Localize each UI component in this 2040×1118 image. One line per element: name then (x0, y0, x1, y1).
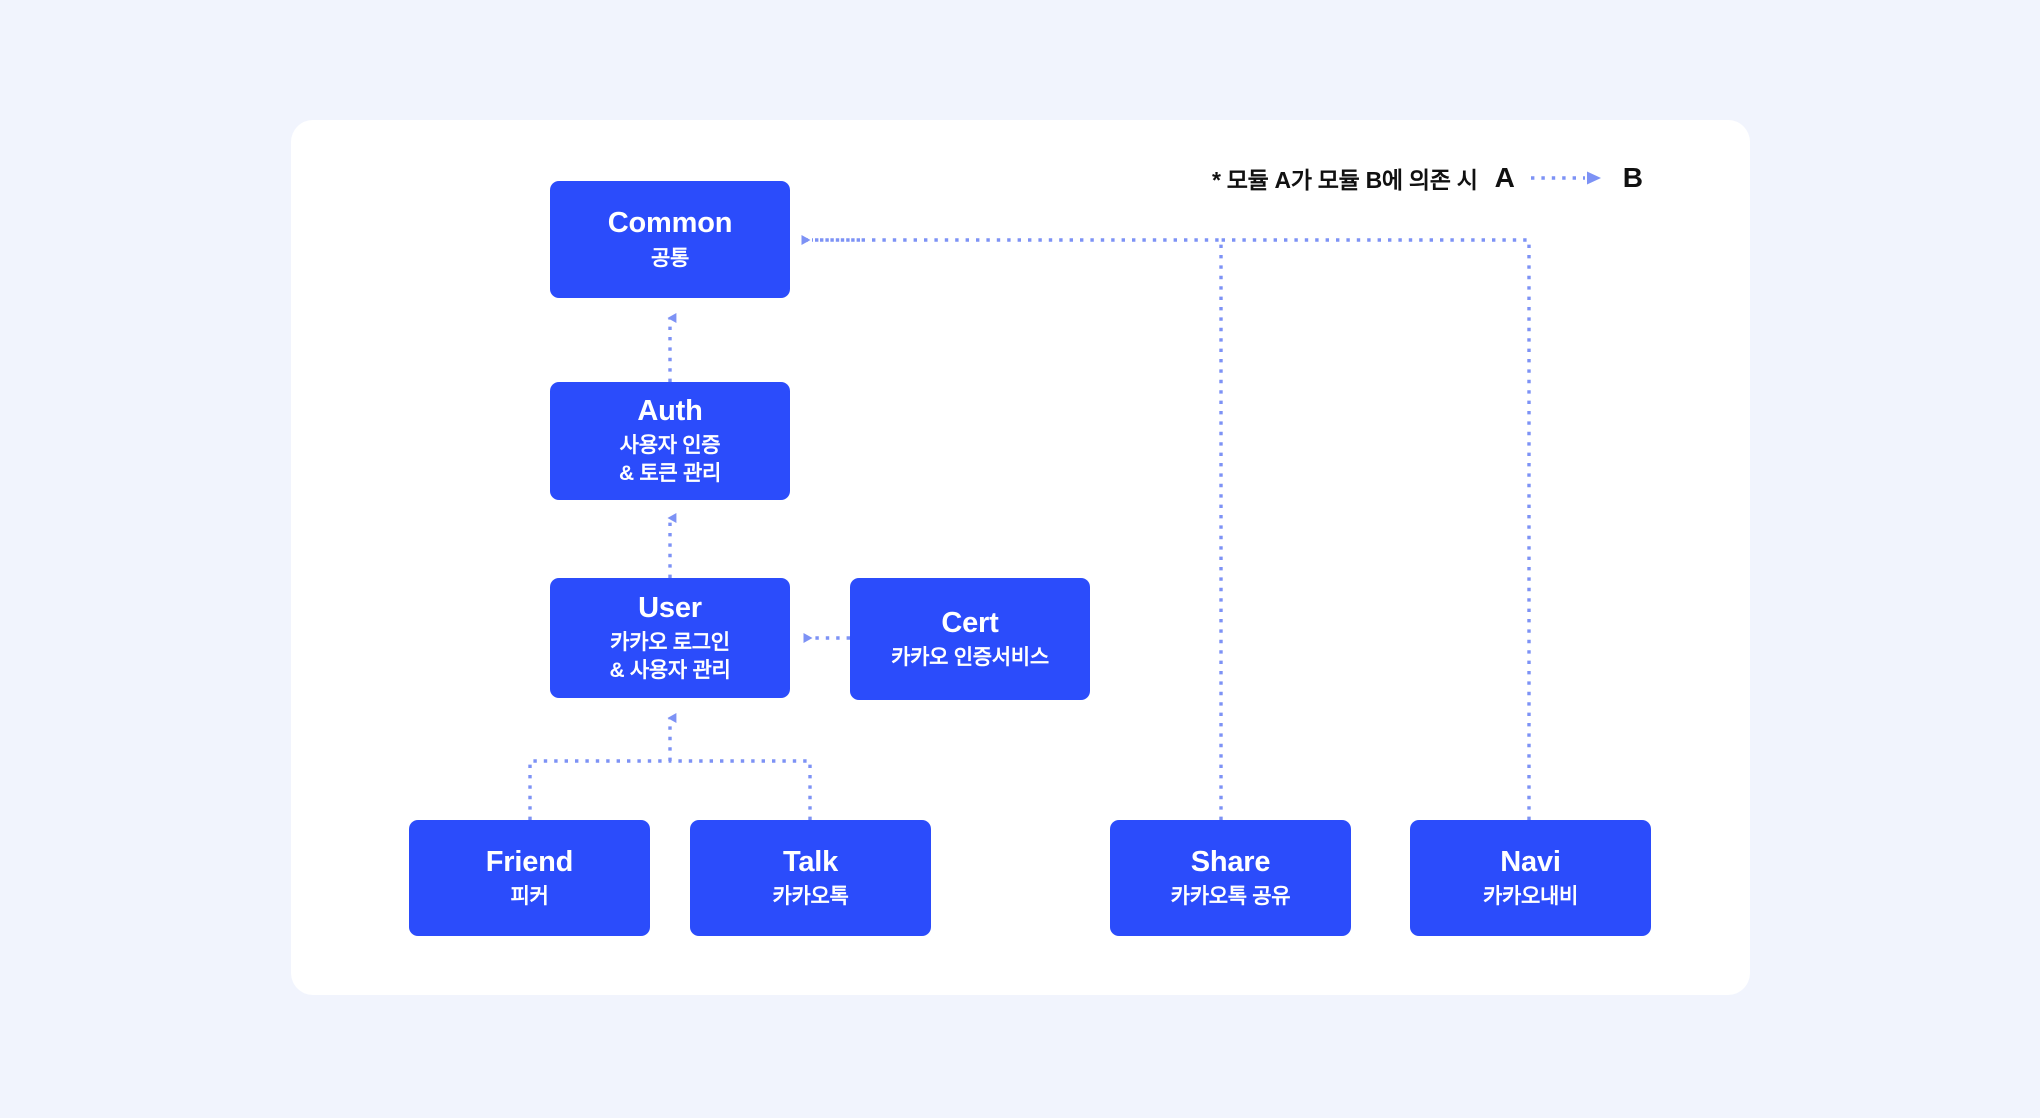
module-node-user[interactable]: User 카카오 로그인 & 사용자 관리 (550, 578, 790, 698)
legend-module-a: A (1494, 162, 1515, 193)
module-subtitle-line2: & 토큰 관리 (618, 462, 721, 486)
legend-module-b: B (1622, 162, 1644, 193)
module-subtitle: 카카오 로그인 (610, 631, 730, 655)
module-node-common[interactable]: Common 공통 (550, 181, 790, 298)
module-subtitle-line2: & 사용자 관리 (609, 659, 731, 683)
module-title: Share (1190, 845, 1271, 878)
module-subtitle: 사용자 인증 (619, 434, 721, 458)
module-node-cert[interactable]: Cert 카카오 인증서비스 (850, 578, 1090, 700)
module-title: Auth (637, 394, 703, 427)
legend-note: * 모듈 A가 모듈 B에 의존 시 (1212, 167, 1478, 193)
module-title: Talk (782, 845, 839, 878)
module-subtitle: 카카오 인증서비스 (891, 646, 1049, 670)
module-node-navi[interactable]: Navi 카카오내비 (1410, 820, 1651, 936)
module-node-talk[interactable]: Talk 카카오톡 (690, 820, 931, 936)
module-subtitle: 피커 (510, 885, 549, 909)
module-subtitle: 카카오톡 공유 (1170, 885, 1291, 909)
module-subtitle: 카카오내비 (1482, 885, 1579, 909)
module-subtitle: 카카오톡 (772, 885, 849, 909)
legend: * 모듈 A가 모듈 B에 의존 시 A B (1212, 158, 1643, 198)
module-title: Navi (1500, 845, 1561, 878)
module-title: User (638, 591, 702, 624)
module-node-auth[interactable]: Auth 사용자 인증 & 토큰 관리 (550, 382, 790, 500)
module-node-share[interactable]: Share 카카오톡 공유 (1110, 820, 1351, 936)
module-title: Common (607, 207, 733, 240)
module-subtitle: 공통 (650, 246, 690, 270)
module-node-friend[interactable]: Friend 피커 (409, 820, 650, 936)
dotted-arrow-right-icon (1529, 170, 1607, 186)
module-title: Cert (941, 606, 999, 639)
module-title: Friend (485, 845, 574, 878)
